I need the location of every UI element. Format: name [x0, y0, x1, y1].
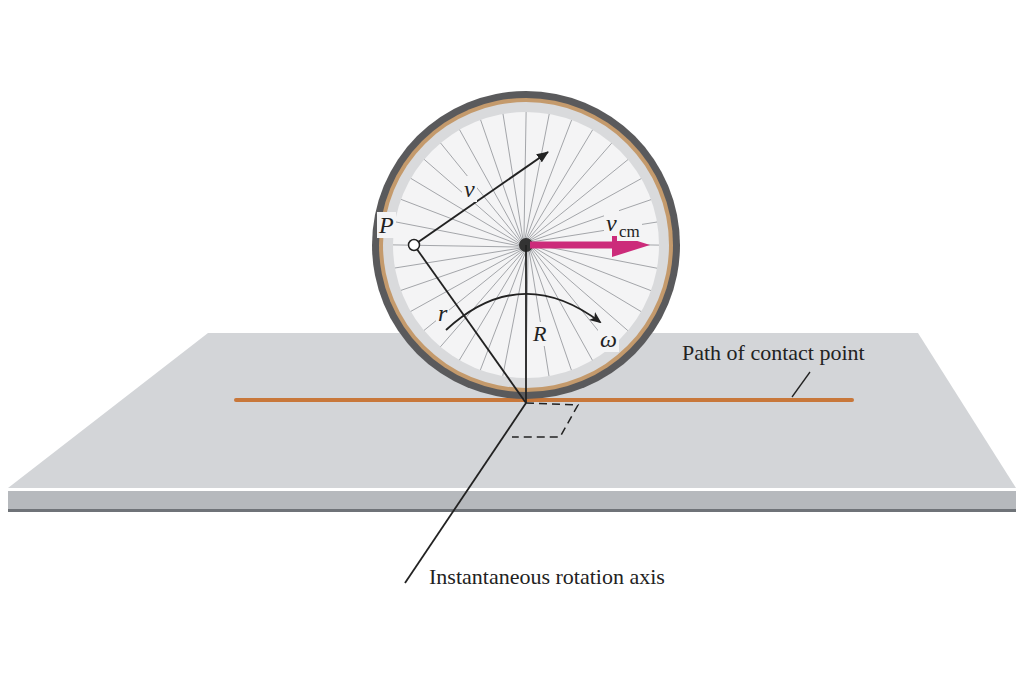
spoke	[531, 222, 657, 242]
radius-label: R	[531, 322, 548, 346]
spoke	[529, 250, 549, 376]
vcm-shaft	[530, 242, 620, 249]
leader-line	[792, 372, 810, 397]
spoke	[530, 179, 641, 241]
spoke	[424, 250, 523, 330]
radius-label: r	[436, 300, 449, 326]
velocity-arrow	[414, 152, 548, 245]
axis-line	[405, 403, 526, 583]
spoke	[531, 249, 593, 360]
spoke	[530, 250, 572, 370]
spoke	[503, 251, 527, 376]
axis-label: Instantaneous rotation axis	[427, 565, 667, 589]
spoke	[411, 250, 522, 312]
omega-label: ω	[598, 326, 619, 352]
spoke	[460, 130, 522, 241]
radius-r	[414, 245, 526, 403]
spoke	[481, 120, 523, 240]
omega-arc	[446, 294, 600, 330]
spoke	[524, 112, 526, 239]
point-label: P	[377, 212, 396, 238]
spoke	[531, 200, 651, 242]
vcm-subscript: cm	[617, 222, 642, 241]
radius-R	[525, 245, 527, 403]
plane-side	[8, 491, 1016, 511]
spoke	[441, 143, 521, 242]
contact-path	[236, 398, 852, 402]
spoke	[525, 114, 549, 239]
plane-bottom	[8, 509, 1016, 512]
plane-edge	[8, 488, 1016, 491]
spoke	[529, 160, 628, 240]
velocity-label: v	[462, 176, 477, 202]
spoke	[424, 159, 520, 243]
spoke	[401, 249, 521, 291]
path-label: Path of contact point	[680, 341, 867, 365]
point-P	[409, 240, 420, 251]
